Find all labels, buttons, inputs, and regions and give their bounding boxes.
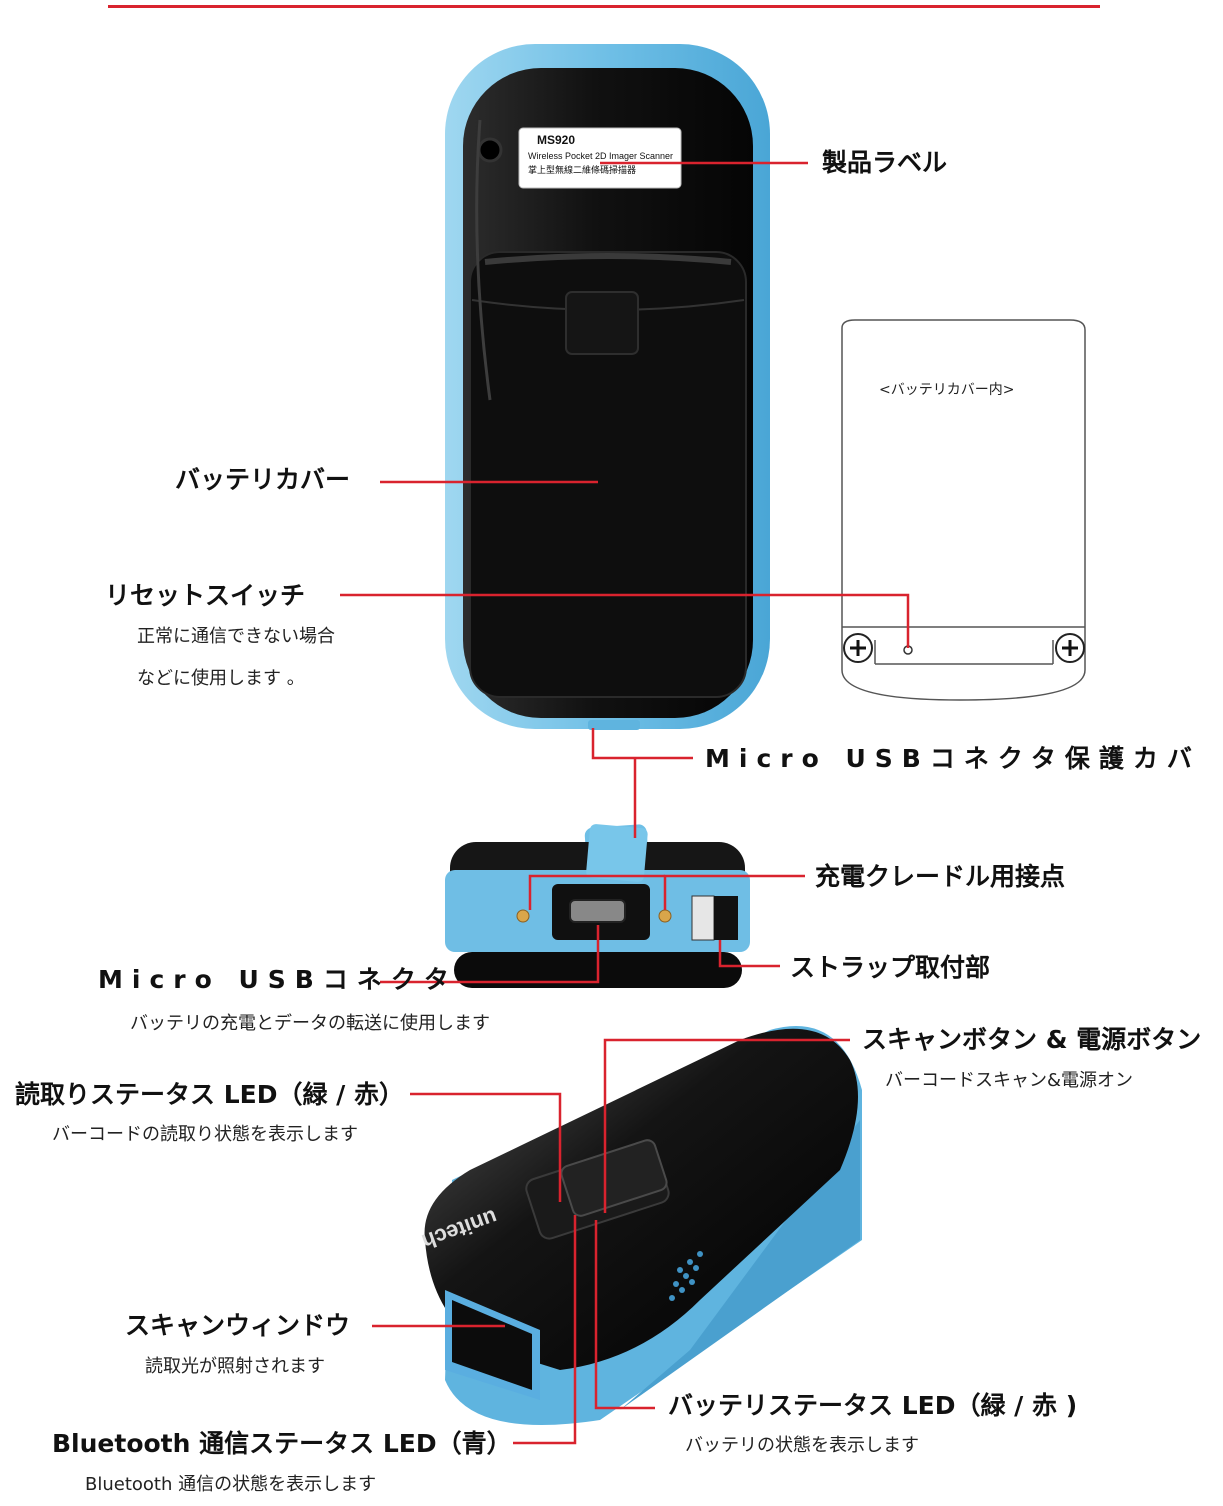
header-rule <box>108 5 1100 8</box>
label-usb-cover: Micro USBコネクタ保護カバ <box>705 744 1201 773</box>
label-bt-led: Bluetooth 通信ステータス LED（青） <box>52 1429 512 1458</box>
device-label-line1: Wireless Pocket 2D Imager Scanner <box>528 151 674 161</box>
usb-desc: バッテリの充電とデータの転送に使用します <box>130 1013 490 1034</box>
reset-desc-line1: 正常に通信できない場合 <box>137 626 335 647</box>
label-battery-led: バッテリステータス LED（緑 / 赤 ) <box>668 1391 1078 1420</box>
battery-cover-inset <box>841 319 1086 701</box>
device-front-view <box>424 1026 862 1425</box>
read-led-desc: バーコードの読取り状態を表示します <box>52 1124 358 1145</box>
label-usb-connector: Micro USBコネクタ <box>98 965 458 994</box>
label-scan-button: スキャンボタン & 電源ボタン <box>862 1025 1202 1054</box>
label-scan-window: スキャンウィンドウ <box>125 1311 351 1340</box>
inset-caption: <バッテリカバー内> <box>879 382 1015 398</box>
label-charge-contacts: 充電クレードル用接点 <box>815 862 1066 891</box>
label-reset-switch: リセットスイッチ <box>105 581 306 610</box>
leader-lines <box>340 161 910 1445</box>
label-read-led: 読取りステータス LED（緑 / 赤） <box>15 1080 405 1109</box>
label-strap: ストラップ取付部 <box>790 953 991 982</box>
device-label-model: MS920 <box>537 133 576 147</box>
scan-button-desc: バーコードスキャン&電源オン <box>885 1070 1134 1091</box>
battery-led-desc: バッテリの状態を表示します <box>685 1435 919 1456</box>
device-label-line2: 掌上型無線二維條碼掃描器 <box>528 165 637 175</box>
device-back-view <box>445 44 770 730</box>
reset-desc-line2: などに使用します 。 <box>137 668 305 689</box>
label-battery-cover: バッテリカバー <box>175 465 351 494</box>
label-product-label: 製品ラベル <box>822 148 948 177</box>
bt-led-desc: Bluetooth 通信の状態を表示します <box>85 1474 377 1495</box>
scan-window-desc: 読取光が照射されます <box>145 1356 325 1377</box>
